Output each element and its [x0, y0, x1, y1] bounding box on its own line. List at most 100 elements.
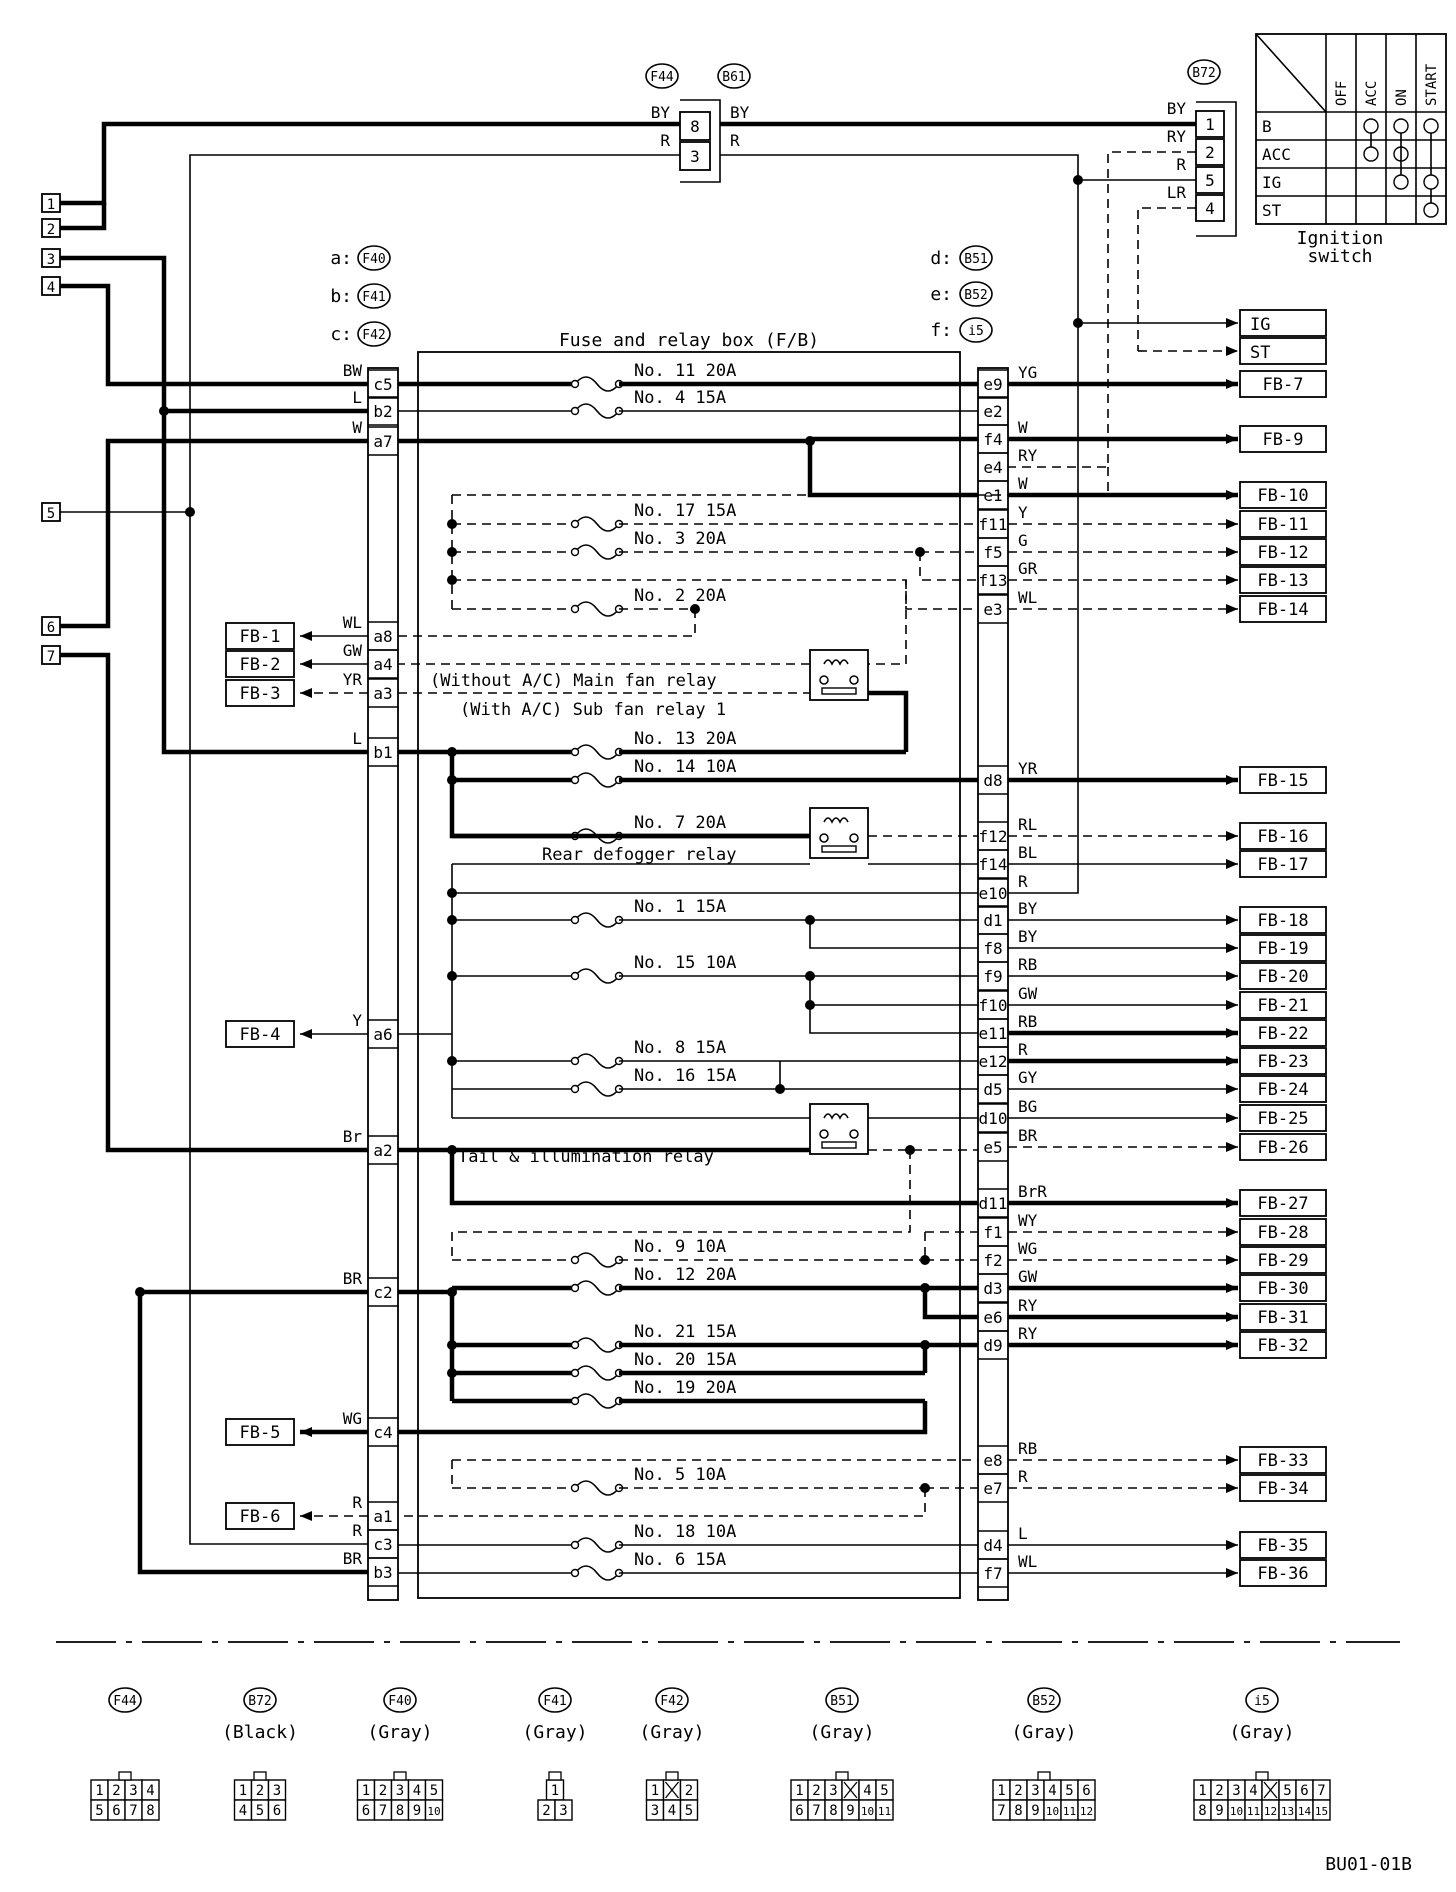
cavity-number: 9 — [846, 1803, 854, 1819]
connector-color-label: (Gray) — [639, 1722, 704, 1743]
junction-dot — [185, 507, 195, 517]
ign-col-header: START — [1424, 63, 1440, 106]
cavity-number: 1 — [651, 1783, 659, 1799]
cavity-number: 4 — [1048, 1783, 1056, 1799]
cavity-number: 2 — [112, 1783, 120, 1799]
output-label: FB-1 — [240, 627, 281, 647]
arrow-icon — [1226, 1540, 1238, 1550]
terminal-number: 6 — [47, 620, 55, 636]
arrow-icon — [1226, 1255, 1238, 1265]
connector-lock-tab — [393, 1771, 407, 1781]
arrow-icon — [1226, 915, 1238, 925]
connector-cavity — [554, 1799, 573, 1821]
wire — [60, 652, 368, 1153]
arrow-icon — [300, 631, 312, 641]
relay-label-sub-fan: (With A/C) Sub fan relay 1 — [460, 700, 726, 720]
connector-view-b52-badge-text: B52 — [1032, 1694, 1055, 1709]
wire-color-label: L — [1018, 1524, 1028, 1543]
wire-color-label: WY — [1018, 1211, 1038, 1230]
output-label: FB-11 — [1257, 515, 1308, 535]
pin-a8: a8 — [373, 627, 392, 646]
arrow-icon — [1226, 1056, 1238, 1066]
cavity-number: 1 — [1198, 1783, 1206, 1799]
output-label: FB-18 — [1257, 911, 1308, 931]
cavity-number: 4 — [1249, 1783, 1257, 1799]
terminal-number: 7 — [47, 649, 55, 665]
fuse-icon — [574, 912, 620, 928]
fuse-icon — [574, 1081, 620, 1097]
output-fb-20 — [1239, 962, 1327, 990]
connector-view-i5-badge-text: i5 — [1254, 1694, 1270, 1709]
cavity-number: 1 — [551, 1783, 559, 1799]
output-label: FB-12 — [1257, 543, 1308, 563]
cavity-number: 4 — [413, 1783, 421, 1799]
fuse-terminal — [570, 1568, 580, 1578]
fuse-icon — [574, 1337, 620, 1353]
fuse-terminal — [570, 547, 580, 557]
arrow-icon — [1226, 346, 1238, 356]
pin-e11: e11 — [979, 1024, 1008, 1043]
arrow-icon — [1226, 1483, 1238, 1493]
fuse-label-f5: No. 5 10A — [634, 1465, 726, 1485]
arrow-icon — [300, 1427, 312, 1437]
junction-dot — [447, 888, 457, 898]
cavity-number: 6 — [795, 1803, 803, 1819]
junction-dot — [447, 775, 457, 785]
connector-color-label: (Gray) — [367, 1722, 432, 1743]
wire-color-label: Br — [343, 1127, 363, 1146]
cavity-number: 1 — [362, 1783, 370, 1799]
arrow-icon — [1226, 971, 1238, 981]
pin-label: 8 — [690, 117, 700, 136]
output-label: FB-26 — [1257, 1138, 1308, 1158]
output-fb-21 — [1239, 991, 1327, 1019]
fuse-icon — [574, 376, 620, 392]
relay-contact — [819, 1129, 829, 1139]
pin-c5: c5 — [373, 375, 392, 394]
connector-d-badge-text: B51 — [964, 252, 987, 267]
ignition-switch-caption: switch — [1307, 246, 1372, 267]
wire-color-label: RL — [1018, 815, 1037, 834]
fuse-terminal — [570, 604, 580, 614]
connector-view-f42-badge-text: F42 — [660, 1694, 683, 1709]
arrow-icon — [1226, 1198, 1238, 1208]
arrow-icon — [300, 688, 312, 698]
fuse-label-f17: No. 17 15A — [634, 501, 736, 521]
cavity-number: 5 — [256, 1803, 264, 1819]
cavity-number: 2 — [379, 1783, 387, 1799]
output-label: FB-14 — [1257, 600, 1308, 620]
wire-color-label: WG — [1018, 1239, 1037, 1258]
output-fb-12 — [1239, 538, 1327, 566]
output-fb-26 — [1239, 1133, 1327, 1161]
wire — [60, 283, 368, 387]
output-fb-17 — [1239, 850, 1327, 878]
relay-contact — [849, 1129, 859, 1139]
output-label: ST — [1250, 343, 1270, 363]
cavity-number: 5 — [1065, 1783, 1073, 1799]
fuse-label-f18: No. 18 10A — [634, 1522, 736, 1542]
terminal-number: 2 — [47, 222, 55, 238]
wire-color-label: RY — [1018, 1296, 1038, 1315]
ignition-switch-table — [1255, 33, 1447, 225]
terminal-number: 5 — [47, 506, 55, 522]
connector-view-b51-badge — [825, 1687, 859, 1713]
output-fb-11 — [1239, 510, 1327, 538]
cavity-number: 10 — [1230, 1805, 1243, 1818]
arrow-icon — [1226, 604, 1238, 614]
cavity-number: 5 — [880, 1783, 888, 1799]
connector-view-b52-badge — [1027, 1687, 1061, 1713]
wire — [809, 920, 978, 949]
junction-dot — [447, 747, 457, 757]
wire — [137, 1292, 368, 1575]
cavity-number: 7 — [129, 1803, 137, 1819]
wire-color-label: R — [660, 131, 670, 150]
cavity-empty-mark — [1263, 1781, 1278, 1799]
figure-id: BU01-01B — [1325, 1854, 1412, 1875]
pin-a2: a2 — [373, 1141, 392, 1160]
arrow-icon — [1226, 547, 1238, 557]
output-label: FB-24 — [1257, 1080, 1308, 1100]
output-fb-30 — [1239, 1274, 1327, 1302]
arrow-icon — [1226, 1312, 1238, 1322]
output-label: FB-34 — [1257, 1479, 1308, 1499]
top-conn-pin-8 — [679, 111, 711, 141]
